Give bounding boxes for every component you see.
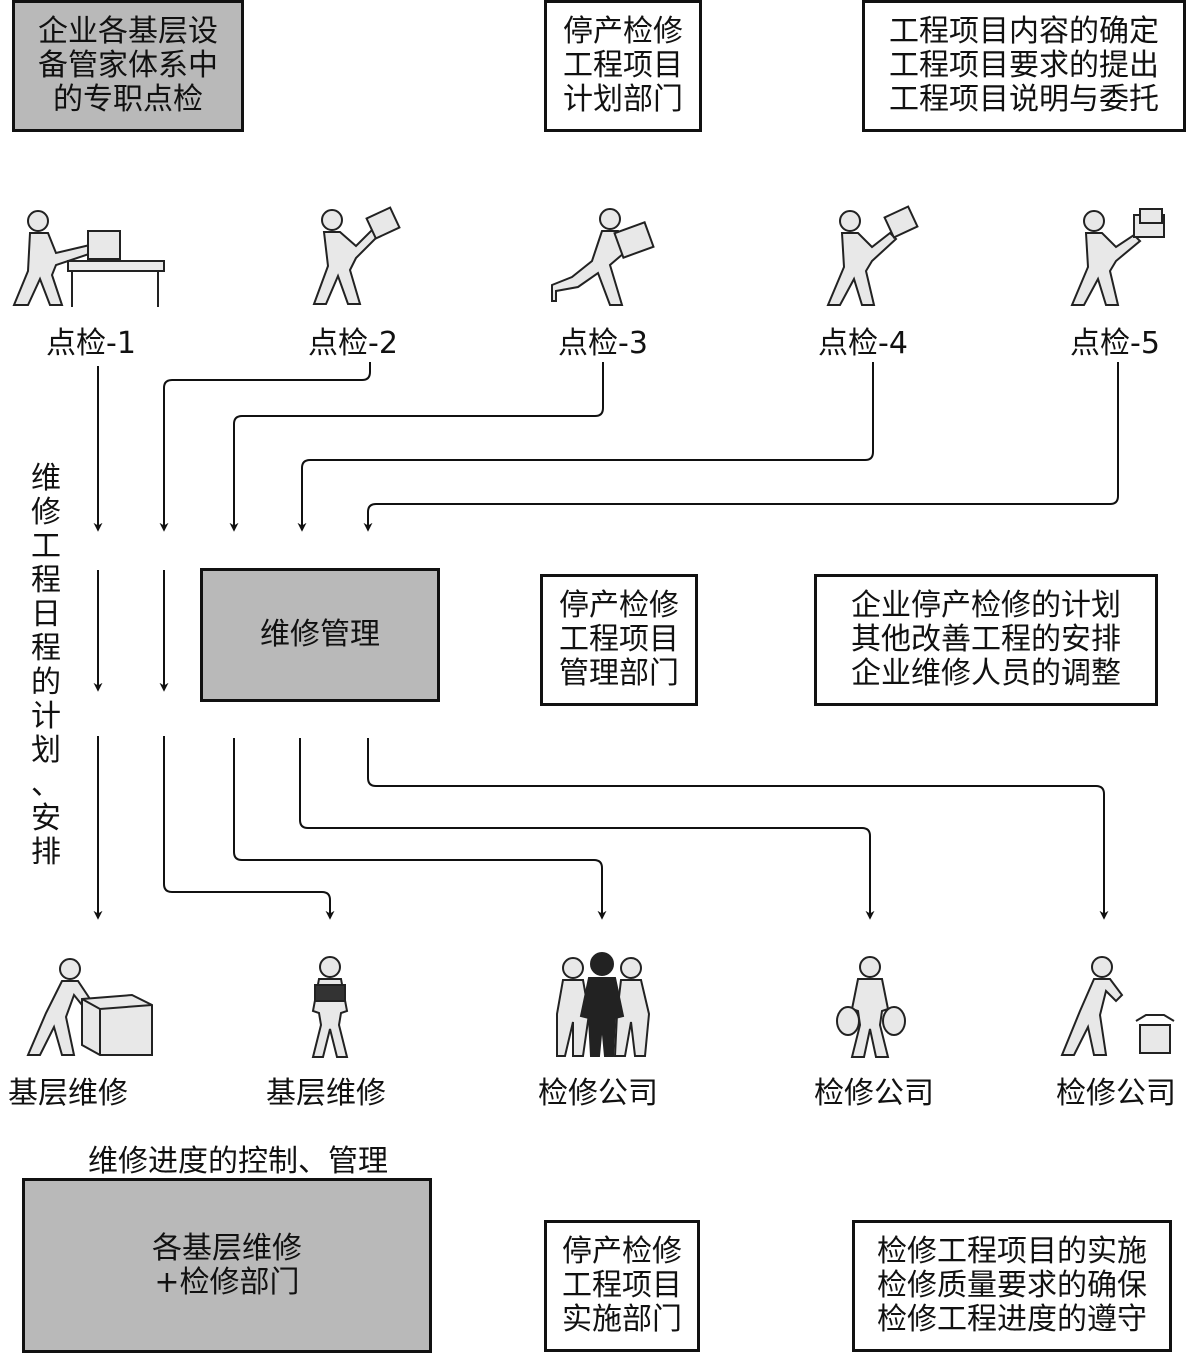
vertical-char: 、 [31,767,61,802]
vertical-char: 程 [31,563,61,598]
box-line: 管理部门 [559,656,679,691]
team-icon [556,952,651,1057]
vertical-char: 修 [31,495,61,530]
box-line: +检修部门 [154,1264,300,1300]
worker-inspect-icon [1060,956,1175,1056]
vertical-char: 的 [31,665,61,700]
vertical-char: 维 [31,461,61,496]
inspector-icon-5 [1070,208,1165,306]
box-line: 实施部门 [562,1302,682,1337]
box-line: 企业维修人员的调整 [851,656,1121,691]
implementation-tasks-box: 检修工程项目的实施 检修质量要求的确保 检修工程进度的遵守 [852,1220,1172,1352]
schedule-planning-label: 维 修 工 程 日 程 的 计 划 、 安 排 [28,462,64,870]
maintenance-management-box: 维修管理 [200,568,440,702]
progress-control-label: 维修进度的控制、管理 [88,1144,388,1179]
planning-tasks-box: 工程项目内容的确定 工程项目要求的提出 工程项目说明与委托 [862,0,1186,132]
box-line: 其他改善工程的安排 [851,622,1121,657]
vertical-char: 工 [31,529,61,564]
specialist-inspector-box: 企业各基层设 备管家体系中 的专职点检 [12,0,244,132]
inspection-label-5: 点检-5 [1070,326,1160,361]
inspector-icon-3 [551,208,655,306]
box-line: 停产检修 [563,14,683,49]
executor-label-4: 检修公司 [814,1076,934,1111]
planning-dept-box: 停产检修 工程项目 计划部门 [544,0,702,132]
inspector-icon-1 [12,210,165,307]
connector-4 [297,362,874,532]
vertical-char: 安 [31,801,61,836]
box-line: 检修质量要求的确保 [877,1268,1147,1303]
connector-out-4 [299,738,875,920]
inspector-icon-2 [312,206,401,305]
inspection-label-1: 点检-1 [46,326,136,361]
box-line: 停产检修 [559,588,679,623]
box-line: 各基层维修 [152,1230,302,1266]
vertical-char: 排 [31,835,61,870]
box-line: 工程项目 [562,1268,682,1303]
box-line: 工程项目要求的提出 [889,48,1159,83]
box-line: 的专职点检 [53,82,203,117]
connector-5 [363,362,1119,532]
vertical-char: 划 [31,733,61,768]
inspection-label-4: 点检-4 [818,326,908,361]
box-line: 工程项目内容的确定 [889,14,1159,49]
executor-label-5: 检修公司 [1056,1076,1176,1111]
box-line: 企业各基层设 [38,14,218,49]
management-dept-box: 停产检修 工程项目 管理部门 [540,574,698,706]
connector-3 [229,362,604,532]
box-line: 备管家体系中 [38,48,218,83]
executor-label-1: 基层维修 [8,1076,128,1111]
box-line: 检修工程进度的遵守 [877,1302,1147,1337]
box-line: 工程项目说明与委托 [889,82,1159,117]
box-line: 停产检修 [562,1234,682,1269]
connector-out-2 [163,736,335,920]
box-line: 计划部门 [563,82,683,117]
box-line: 维修管理 [260,617,380,652]
box-line: 企业停产检修的计划 [851,588,1121,623]
connector-out-3 [233,738,607,920]
worker-box-icon [26,958,153,1056]
box-line: 检修工程项目的实施 [877,1234,1147,1269]
departments-box: 各基层维修 +检修部门 [22,1178,432,1353]
worker-carry-icon [311,956,349,1058]
management-tasks-box: 企业停产检修的计划 其他改善工程的安排 企业维修人员的调整 [814,574,1158,706]
inspection-label-2: 点检-2 [308,326,398,361]
inspection-label-3: 点检-3 [558,326,648,361]
executor-label-2: 基层维修 [266,1076,386,1111]
vertical-char: 计 [31,699,61,734]
connector-out-5 [367,738,1109,920]
executor-label-3: 检修公司 [538,1076,658,1111]
box-line: 工程项目 [563,48,683,83]
implementation-dept-box: 停产检修 工程项目 实施部门 [544,1220,700,1352]
worker-bags-icon [836,956,906,1058]
connector-2 [159,362,371,532]
inspector-icon-4 [826,205,919,306]
box-line: 工程项目 [559,622,679,657]
vertical-char: 程 [31,631,61,666]
vertical-char: 日 [31,597,61,632]
